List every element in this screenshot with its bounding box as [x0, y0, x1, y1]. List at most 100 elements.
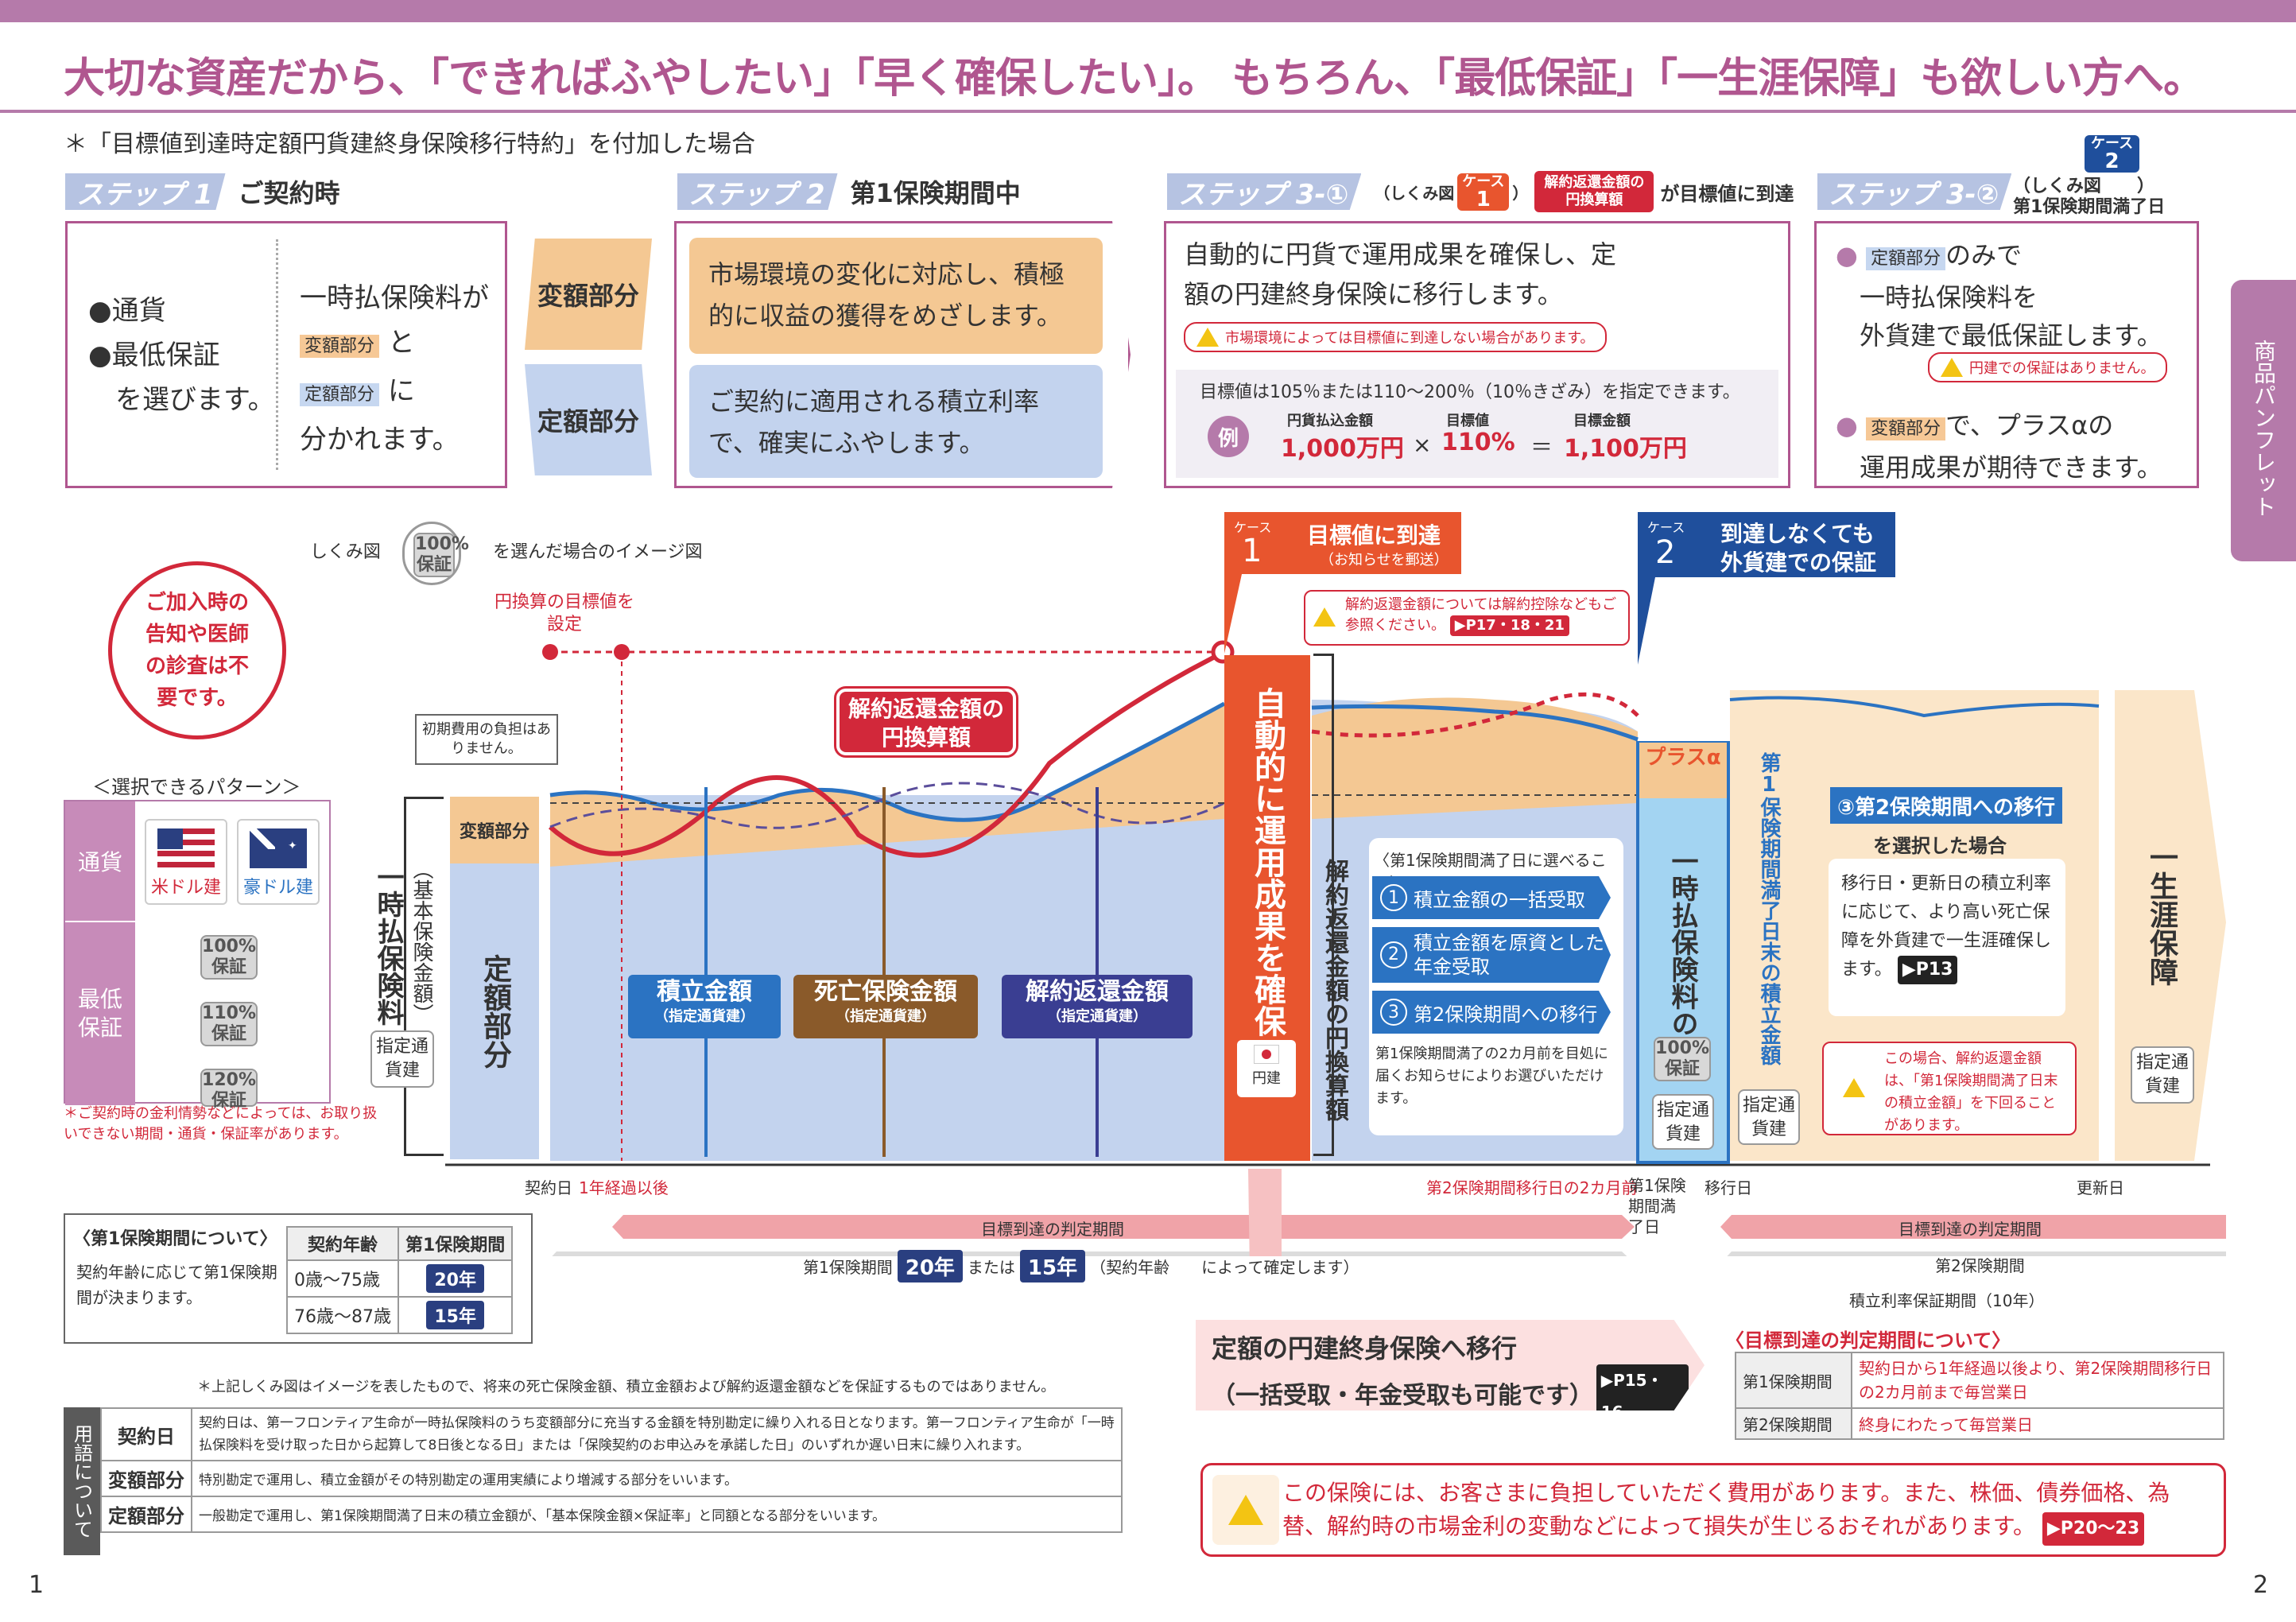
step1-tag: ステップ 1 [65, 173, 226, 210]
tl-move: 移行日 [1705, 1178, 1752, 1197]
step1-bullet-tail: を選びます。 [115, 384, 275, 416]
step3b-tag-var: 変額部分 [1866, 417, 1946, 440]
step3a-case-num: 1 [1476, 187, 1491, 211]
case1-warn-text: 解約返還金額については解約控除などもご参照ください。 [1345, 596, 1617, 634]
judge-bar-1 [612, 1215, 1635, 1239]
case1-warn: 解約返還金額については解約控除などもご参照ください。 ▶P17・18・21 [1304, 590, 1630, 646]
choice-2-text: 積立金額を原資とした年金受取 [1414, 932, 1604, 978]
case2-sub: 外貨建での保証 [1720, 549, 1877, 576]
step3b-header: ステップ 3-② [1817, 173, 2024, 210]
footnote: ＊上記しくみ図はイメージを表したもので、将来の死亡保険金額、積立金額および解約返… [197, 1379, 1056, 1395]
gloss-v1: 契約日は、第一フロンティア生命が一時払保険料のうち変額部分に充当する金額を特別勘… [191, 1407, 1123, 1461]
auto-secure-column: 自動的に運用成果を確保 [1224, 655, 1310, 1161]
surr-label-text: 解約返還金額 [1026, 978, 1169, 1006]
ex-val-2: 110% [1441, 429, 1515, 456]
japan-flag-icon [1254, 1045, 1279, 1064]
step3a-example-box: 目標値は105％または110～200％（10％きざみ）を指定できます。 例 円貨… [1176, 370, 1778, 478]
judge-period-2: 目標到達の判定期間 [1898, 1220, 2042, 1239]
yen-target-label: 円換算の目標値を設定 [494, 592, 634, 634]
risk-ref-link[interactable]: ▶P20～23 [2042, 1512, 2145, 1546]
second-period-bar [1727, 1251, 2226, 1256]
case1-bracket [1313, 654, 1334, 1156]
death-label-text: 死亡保険金額 [814, 978, 957, 1006]
judge-k1: 第1保険期間 [1735, 1352, 1852, 1409]
move3-ref-link[interactable]: ▶P13 [1897, 956, 1958, 984]
step3a-tag: ステップ 3-① [1167, 173, 1362, 210]
ex-head-2: 目標値 [1446, 413, 1489, 429]
gloss-k2: 変額部分 [100, 1460, 192, 1497]
step3b-warn-text: 円建での保証はありません。 [1969, 360, 2155, 377]
guarantee-100[interactable]: 100% 保証 [200, 935, 258, 980]
surr-label: 解約返還金額（指定通貨建） [1002, 975, 1193, 1038]
warning-icon [1941, 358, 1963, 377]
fixed-rate-period: 積立利率保証期間（10年） [1849, 1291, 2045, 1310]
step3b-t1d: 外貨建で最低保証します。 [1860, 320, 2162, 351]
usd-card[interactable]: 米ドル建 [145, 819, 227, 905]
designated-badge-1: 指定通貨建 [370, 1030, 434, 1088]
no-exam-badge: ご加入時の告知や医師の診査は不要です。 [108, 561, 286, 739]
judge-period-1: 目標到達の判定期間 [981, 1220, 1124, 1239]
step3a-case-label: ケース [1462, 173, 1505, 190]
case1-sub: （お知らせを郵送） [1320, 552, 1449, 568]
step1-title: ご契約時 [238, 178, 340, 208]
case1-ref-link[interactable]: ▶P17・18・21 [1449, 615, 1569, 636]
tl-1yr: 1年経過以後 [579, 1178, 669, 1197]
fix-part-block: 定額部分 [450, 863, 539, 1159]
period-years-2: 15年 [426, 1301, 484, 1329]
case1-num: 1 [1242, 533, 1262, 569]
min-guarantee-label: 最低 保証 [65, 922, 135, 1105]
fixed-move-box: 定額の円建終身保険へ移行 （一括受取・年金受取も可能です）▶P15・16 [1196, 1320, 1705, 1411]
step3b-tag-fix: 定額部分 [1866, 247, 1946, 270]
gloss-v2: 特別勘定で運用し、積立金額がその特別勘定の運用実績により増減する部分をいいます。 [191, 1460, 1123, 1497]
fixed-move-ref-link[interactable]: ▶P15・16 [1596, 1364, 1689, 1411]
death-label: 死亡保険金額（指定通貨建） [793, 975, 978, 1038]
premium-bracket [404, 797, 444, 1156]
aud-card[interactable]: ✦ 豪ドル建 [237, 819, 320, 905]
step2-var-text: 市場環境の変化に対応し、積極的に収益の獲得をめざします。 [689, 238, 1103, 354]
move3-tail: を選択した場合 [1873, 835, 2007, 857]
lifetime-label: 一生涯保障 [2145, 843, 2178, 986]
ex-val-1: 1,000万円 [1281, 435, 1404, 463]
case2-label: ケース [1647, 520, 1685, 535]
guarantee-110[interactable]: 110% 保証 [200, 1002, 258, 1046]
step3b-case-num: 2 [2104, 149, 2120, 173]
yen-label: 円建 [1252, 1070, 1281, 1087]
step2-fix-label: 定額部分 [525, 364, 652, 475]
tl-end1: 第1保険期間満了日 [1628, 1176, 1686, 1236]
pattern-box: 通貨 最低 保証 米ドル建 ✦ 豪ドル建 100% 保証 110% 保証 120… [64, 800, 331, 1111]
ex-times: × [1413, 432, 1432, 458]
period-h2: 第1保険期間 [397, 1226, 514, 1261]
gloss-v3: 一般勘定で運用し、第1保険期間満了日末の積立金額が、「基本保険金額×保証率」と同… [191, 1496, 1123, 1533]
step2-tag: ステップ 2 [677, 173, 838, 210]
no-init-cost: 初期費用の負担はありません。 [415, 714, 558, 765]
yen-badge: 円建 [1237, 1040, 1296, 1097]
period-age-1: 0歳～75歳 [286, 1259, 399, 1298]
page-number-right: 2 [2253, 1571, 2269, 1599]
guarantee-120[interactable]: 120% 保証 [200, 1069, 258, 1111]
top-band [0, 0, 2296, 22]
step3b-close: ） [2137, 177, 2155, 196]
step2-box: 市場環境の変化に対応し、積極的に収益の獲得をめざします。 ご契約に適用される積立… [674, 221, 1131, 488]
step3b-tag: ステップ 3-② [1817, 173, 2012, 210]
move3-title[interactable]: ③第2保険期間への移行 [1830, 787, 2062, 824]
acc-end-vertical: 第1保険期間満了日末の積立金額 [1757, 752, 1781, 1065]
judge-k2: 第2保険期間 [1735, 1407, 1852, 1440]
first-period-15: 15年 [1019, 1250, 1086, 1282]
first-period-bar [552, 1251, 1627, 1256]
step3a-body: 自動的に円貨で運用成果を確保し、定額の円建終身保険に移行します。 [1184, 239, 1617, 309]
side-tab[interactable]: 商品パンフレット [2231, 280, 2296, 561]
period-h1: 契約年齢 [286, 1226, 399, 1261]
period-table-box: 〈第1保険期間について〉 契約年齢に応じて第1保険期間が決まります。 契約年齢第… [64, 1213, 533, 1344]
step1-header: ステップ 1 ご契約時 [65, 173, 340, 210]
aud-label: 豪ドル建 [242, 878, 313, 898]
glossary-table: 契約日契約日は、第一フロンティア生命が一時払保険料のうち変額部分に充当する金額を… [100, 1407, 1123, 1533]
case1-label: ケース [1234, 520, 1272, 535]
step2-title: 第1保険期間中 [850, 178, 1021, 208]
step3b-case-label: ケース [2091, 135, 2134, 152]
surrender-yen-label: 解約返還金額の円換算額 [834, 686, 1018, 758]
